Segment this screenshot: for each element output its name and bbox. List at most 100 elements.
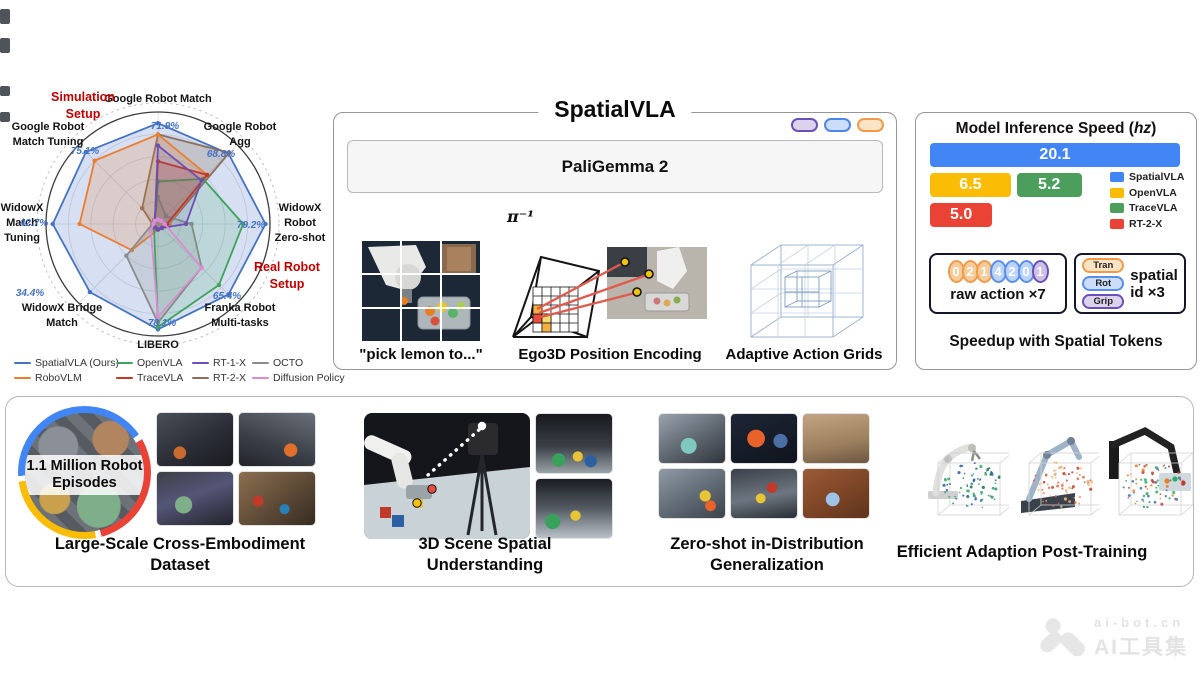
- radar-legend-item: SpatialVLA (Ours): [14, 357, 116, 369]
- generalization-photo: [658, 413, 726, 464]
- dataset-photo-grid: [156, 412, 316, 526]
- speedup-caption: Speedup with Spatial Tokens: [916, 333, 1196, 351]
- orange-token-pill: [857, 118, 884, 132]
- watermark: ai-bot.cn AI工具集: [1037, 615, 1188, 661]
- ego3d-caption: Ego3D Position Encoding: [518, 346, 701, 363]
- spatial-scene-photo: [364, 413, 530, 539]
- purple-token-pill: [791, 118, 818, 132]
- generalization-photo: [802, 413, 870, 464]
- robot-pointcloud-industrial: [1103, 415, 1194, 521]
- corner-artifact: [0, 9, 10, 24]
- svg-text:42.7%: 42.7%: [19, 218, 48, 229]
- svg-text:Multi-tasks: Multi-tasks: [211, 317, 268, 329]
- generalization-photo: [658, 468, 726, 519]
- action-grid-figure: Adaptive Action Grids: [720, 205, 888, 363]
- radar-legend-item: TraceVLA: [116, 372, 192, 384]
- robot-task-image: [362, 241, 480, 341]
- svg-text:68.8%: 68.8%: [207, 149, 235, 160]
- capabilities-panel: 1.1 Million Robot Episodes Large-Scale C…: [5, 396, 1194, 587]
- svg-text:Real Robot: Real Robot: [254, 260, 321, 274]
- svg-text:75.1%: 75.1%: [71, 146, 99, 157]
- spatial-token-pill-tran: Tran: [1082, 258, 1124, 273]
- spatial-id-label: spatial id ×3: [1130, 267, 1178, 301]
- radar-legend: SpatialVLA (Ours)OpenVLART-1-XOCTO RoboVL…: [14, 357, 334, 384]
- section1-caption: Large-Scale Cross-Embodiment Dataset: [14, 534, 346, 576]
- raw-action-tokens: 0214201: [931, 260, 1065, 283]
- svg-text:79.2%: 79.2%: [237, 220, 265, 231]
- page-title: SpatialVLA: [538, 96, 691, 123]
- spatial-token-box: TranRotGrip spatial id ×3: [1074, 253, 1186, 314]
- adaptive-grid-cube: [729, 237, 879, 341]
- radar-legend-item: RT-1-X: [192, 357, 252, 369]
- svg-text:71.9%: 71.9%: [151, 121, 179, 132]
- generalization-photo: [802, 468, 870, 519]
- token-type-pills: [791, 118, 884, 132]
- radar-legend-item: Diffusion Policy: [252, 372, 332, 384]
- blue-token-pill: [824, 118, 851, 132]
- speed-legend-item: OpenVLA: [1110, 187, 1184, 199]
- svg-text:WidowX: WidowX: [279, 202, 322, 214]
- radar-svg: Google Robot MatchGoogle RobotAggWidowXR…: [0, 85, 335, 357]
- raw-action-token: 1: [1032, 260, 1049, 283]
- episodes-badge: 1.1 Million Robot Episodes: [25, 455, 144, 495]
- inference-speed-title: Model Inference Speed (hz): [916, 120, 1196, 138]
- svg-text:Setup: Setup: [66, 107, 101, 121]
- spatial-scene-photo-small: [535, 413, 613, 474]
- corner-artifact: [0, 38, 10, 53]
- dataset-photo: [238, 471, 316, 526]
- action-grid-caption: Adaptive Action Grids: [726, 346, 883, 363]
- svg-text:Robot: Robot: [284, 217, 316, 229]
- watermark-text: ai-bot.cn AI工具集: [1094, 615, 1188, 661]
- svg-text:Match: Match: [46, 317, 78, 329]
- raw-action-token-box: 0214201 raw action ×7: [929, 253, 1067, 314]
- svg-text:65.4%: 65.4%: [213, 291, 241, 302]
- generalization-photo: [730, 468, 798, 519]
- speed-bar-legend: SpatialVLAOpenVLATraceVLART-2-X: [1110, 171, 1184, 230]
- backbone-box: PaliGemma 2: [347, 140, 883, 193]
- speed-legend-item: SpatialVLA: [1110, 171, 1184, 183]
- spatial-token-pill-rot: Rot: [1082, 276, 1124, 291]
- dataset-ring-image: 1.1 Million Robot Episodes: [18, 406, 151, 539]
- generalization-photo: [730, 413, 798, 464]
- dataset-photo: [156, 412, 234, 467]
- benchmark-radar-chart: Google Robot MatchGoogle RobotAggWidowXR…: [0, 85, 335, 357]
- raw-action-label: raw action ×7: [931, 286, 1065, 303]
- section4-caption: Efficient Adaption Post-Training: [892, 542, 1152, 563]
- svg-text:WidowX Bridge: WidowX Bridge: [22, 302, 103, 314]
- radar-legend-item: RoboVLM: [14, 372, 116, 384]
- spatial-token-pills: TranRotGrip: [1082, 258, 1124, 309]
- spatial-token-pill-grip: Grip: [1082, 294, 1124, 309]
- svg-text:78.1%: 78.1%: [148, 318, 176, 329]
- spatial-scene-photo-small: [535, 478, 613, 539]
- speed-bar-tracevla: 5.2: [1017, 173, 1082, 197]
- ego3d-diagram: [507, 237, 713, 341]
- svg-text:Franka Robot: Franka Robot: [205, 302, 276, 314]
- svg-text:Setup: Setup: [270, 277, 305, 291]
- post-training-figures: [922, 415, 1194, 521]
- task-image-figure: "pick lemon to...": [342, 205, 500, 363]
- dataset-photo: [238, 412, 316, 467]
- robot-pointcloud-franka: [922, 415, 1009, 521]
- spatialvla-architecture-panel: SpatialVLA PaliGemma 2: [333, 112, 897, 370]
- generalization-photo-grid: [658, 413, 870, 519]
- svg-text:Simulation: Simulation: [51, 90, 115, 104]
- svg-text:Tuning: Tuning: [4, 232, 40, 244]
- ego3d-encoding-figure: π⁻¹: [501, 205, 719, 363]
- svg-text:Google Robot: Google Robot: [12, 121, 85, 133]
- dataset-photo: [156, 471, 234, 526]
- section3-caption: Zero-shot in-Distribution Generalization: [661, 534, 873, 576]
- svg-text:Agg: Agg: [229, 136, 250, 148]
- speed-bar-spatialvla: 20.1: [930, 143, 1180, 167]
- robot-pointcloud-ur: [1013, 415, 1100, 521]
- pi-inverse-formula: π⁻¹: [507, 207, 534, 226]
- speed-legend-item: TraceVLA: [1110, 202, 1184, 214]
- speed-bar-rt-2-x: 5.0: [930, 203, 992, 227]
- svg-text:Google Robot: Google Robot: [204, 121, 277, 133]
- svg-text:WidowX: WidowX: [1, 202, 44, 214]
- watermark-logo-icon: [1037, 617, 1085, 659]
- speed-bar-openvla: 6.5: [930, 173, 1011, 197]
- radar-legend-item: OCTO: [252, 357, 332, 369]
- svg-text:Google Robot Match: Google Robot Match: [104, 93, 212, 105]
- dataset-collage: 1.1 Million Robot Episodes: [25, 413, 144, 532]
- radar-legend-item: OpenVLA: [116, 357, 192, 369]
